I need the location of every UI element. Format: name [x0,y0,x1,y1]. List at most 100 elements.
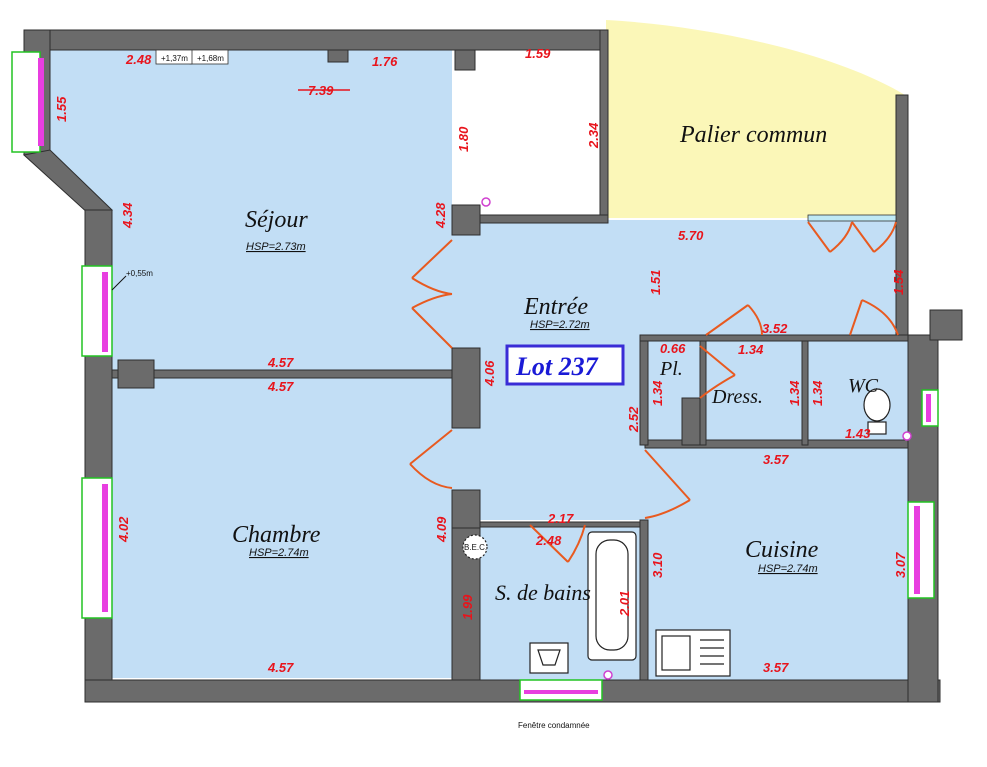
door-sdb [529,524,586,563]
dim-217: 2.17 [547,511,574,526]
dim-434: 4.34 [120,202,135,229]
door-swings [409,221,899,563]
dim-155: 1.55 [54,96,69,122]
bec-circle [462,534,488,560]
palier-commun-area [606,20,905,218]
wall-sdb-right [639,519,649,681]
dressing-fill [705,340,805,440]
dimensions-vertical: 1.55 4.34 1.80 2.34 4.28 1.51 1.54 4.06 … [54,96,908,620]
dim-457c: 4.57 [267,660,294,675]
bec-label: B.E.C. [464,543,487,552]
entree-fill [480,220,908,340]
sejour-label: Séjour [245,207,308,233]
dim-180: 1.80 [456,126,471,152]
dim-409: 4.09 [434,516,449,543]
windows [11,49,939,701]
chambre-hsp: HSP=2.74m [249,547,309,559]
wall-right-outer [929,309,963,341]
dim-066: 0.66 [660,341,686,356]
wall-top-left [23,29,607,51]
dim-234: 2.34 [586,122,601,149]
dim-307: 3.07 [893,552,908,578]
cuisine-hsp: HSP=2.74m [758,563,818,575]
dim-176: 1.76 [372,54,398,69]
wc-label: WC [848,375,879,397]
window-palier [807,214,897,222]
wall-right-upper [895,94,909,336]
door-wc [849,299,899,336]
leader-055 [111,275,127,291]
dim-134d: 1.34 [810,380,825,406]
dim-457a: 4.57 [267,355,294,370]
sejour-fill [50,50,452,370]
door-palier-2 [851,221,897,253]
wall-top-notch-2 [454,49,476,71]
height-137: +1,37m [161,54,188,63]
wall-bottom [84,679,941,703]
dim-402: 4.02 [116,516,131,543]
marker-1 [481,197,491,207]
wall-placard-stub [681,397,701,446]
dim-428: 4.28 [433,202,448,229]
entree-hsp: HSP=2.72m [530,319,590,331]
window-sejour-left [11,51,41,153]
wall-sejour-entree [451,204,481,236]
lot-label: Lot 237 [515,352,599,381]
marker-2 [902,431,912,441]
door-placard [699,345,736,399]
chambre-fill [112,378,452,678]
room-fills [50,50,908,680]
dim-248a: 2.48 [125,52,152,67]
height-055: +0,55m [126,269,153,278]
marker-3 [603,670,613,680]
wall-pillar [117,359,155,389]
fixtures [462,388,891,677]
entree-label: Entrée [523,294,588,320]
lot-box [505,344,625,386]
sejour-hsp: HSP=2.73m [246,241,306,253]
dim-739: 7.39 [308,83,334,98]
wall-entree-top [479,214,609,224]
dim-570: 5.70 [678,228,704,243]
dim-154: 1.54 [891,269,906,295]
placard-label: Pl. [659,358,683,380]
dim-151: 1.51 [648,270,663,295]
door-dressing [705,304,763,336]
markers [481,197,912,680]
dimensions-horizontal: 2.48 1.76 1.59 7.39 5.70 4.57 4.57 0.66 … [125,46,871,675]
dressing-label: Dress. [711,386,763,408]
sdb-label: S. de bains [495,580,591,605]
toilet [863,388,891,422]
dim-143: 1.43 [845,426,871,441]
wall-mid-2 [451,489,481,529]
wall-placard-left [639,334,649,446]
dim-134b: 1.34 [650,380,665,406]
dim-357a: 3.57 [763,452,789,467]
wall-closets-top [639,334,909,342]
cuisine-label: Cuisine [745,537,819,563]
dim-357b: 3.57 [763,660,789,675]
dim-199: 1.99 [460,594,475,620]
wall-top-notch-1 [327,49,349,63]
height-168: +1,68m [197,54,224,63]
wc-fill [805,340,908,440]
window-top-2 [155,49,193,65]
door-cuisine [644,449,691,519]
wall-palier-left [599,29,609,221]
wall-sejour-chambre [111,369,453,379]
wall-dressing-right [801,334,809,446]
window-cuisine [907,501,935,599]
dim-134c: 1.34 [787,380,802,406]
dim-134a: 1.34 [738,342,764,357]
dim-406: 4.06 [482,360,497,387]
dim-457b: 4.57 [267,379,294,394]
dim-159: 1.59 [525,46,551,61]
dim-352: 3.52 [762,321,788,336]
chambre-label: Chambre [232,522,321,548]
wall-mid-1 [451,347,481,429]
door-sejour-2 [411,293,453,349]
door-palier-1 [807,221,853,253]
dim-248b: 2.48 [535,533,562,548]
fenetre-condamnee: Fenêtre condamnée [518,721,590,730]
